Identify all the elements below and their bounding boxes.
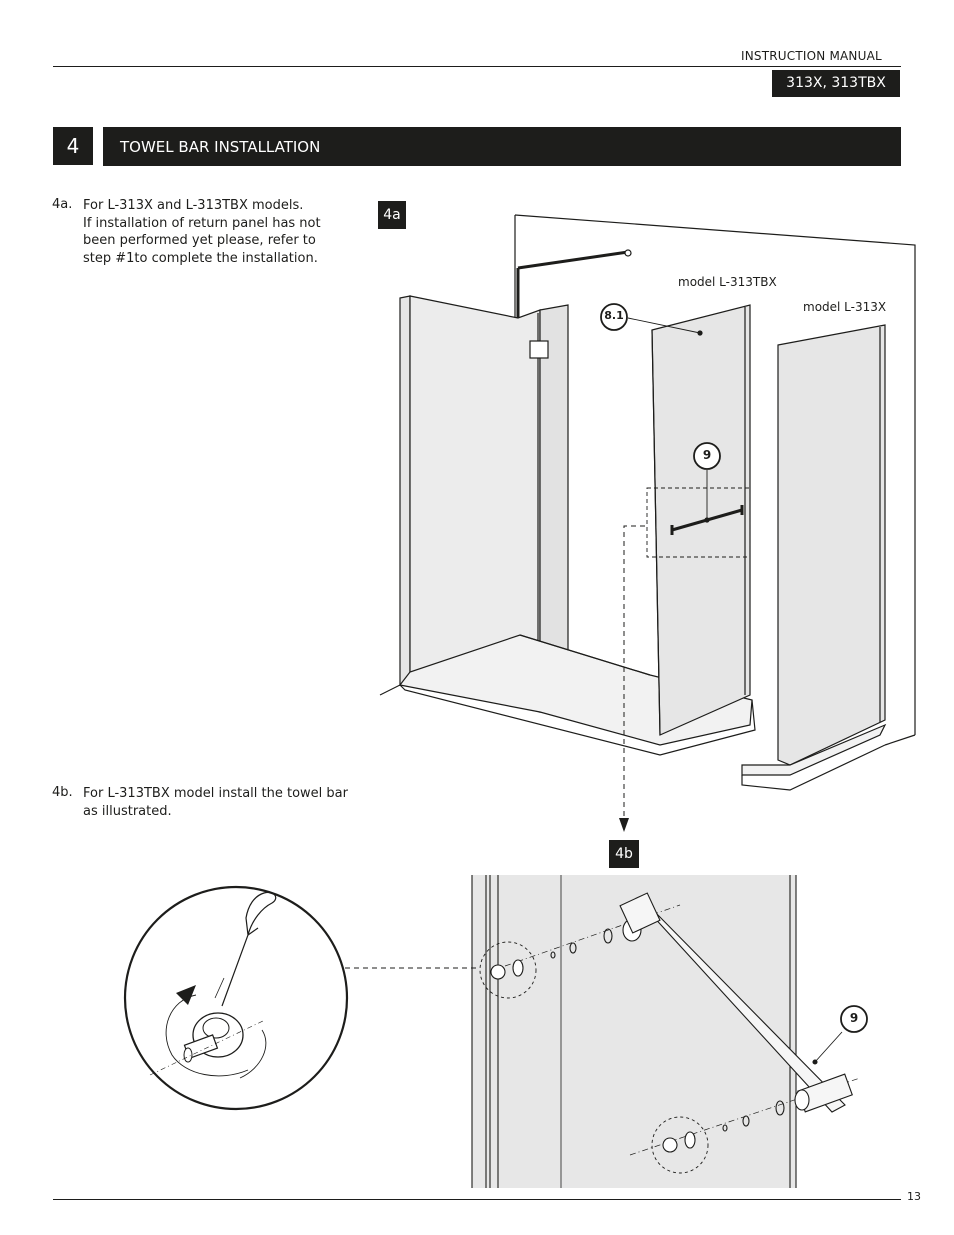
step-4a-line: For L-313X and L-313TBX models. xyxy=(83,198,304,213)
header-rule xyxy=(53,66,901,67)
figure-4a-tag: 4a xyxy=(378,201,406,229)
footer-rule xyxy=(53,1199,901,1200)
step-4b-text: For L-313TBX model install the towel bar… xyxy=(83,785,373,820)
callout-8-1 xyxy=(600,303,628,331)
step-4a-line: been performed yet please, refer to xyxy=(83,233,316,248)
step-4b-label: 4b. xyxy=(52,785,73,800)
figure-4b-tag: 4b xyxy=(609,840,639,868)
model-313x-label: model L-313X xyxy=(803,300,887,314)
section-title: TOWEL BAR INSTALLATION xyxy=(103,127,901,166)
callout-9-fig4a xyxy=(693,442,721,470)
step-4a-line: step #1to complete the installation. xyxy=(83,250,318,266)
detail-circle xyxy=(123,885,349,1111)
callout-9-fig4b-label: 9 xyxy=(849,1011,859,1025)
callout-9-fig4b xyxy=(840,1005,868,1033)
step-4b-line: For L-313TBX model install the towel bar xyxy=(83,786,348,801)
step-4a-text: For L-313X and L-313TBX models. If insta… xyxy=(83,197,333,267)
step-4a-line: If installation of return panel has not xyxy=(83,215,321,231)
model-313tbx-label: model L-313TBX xyxy=(678,275,777,289)
figure-4a-drawing xyxy=(379,214,916,832)
page-number: 13 xyxy=(907,1190,921,1203)
callout-8-1-label: 8.1 xyxy=(604,309,624,322)
manual-label: INSTRUCTION MANUAL xyxy=(741,49,882,63)
figure-4b-drawing xyxy=(345,875,861,1188)
callout-9-fig4a-label: 9 xyxy=(702,448,712,462)
step-4b-line: as illustrated. xyxy=(83,803,172,819)
model-badge: 313X, 313TBX xyxy=(772,70,900,97)
step-4a-label: 4a. xyxy=(52,197,73,212)
section-number: 4 xyxy=(53,127,93,165)
